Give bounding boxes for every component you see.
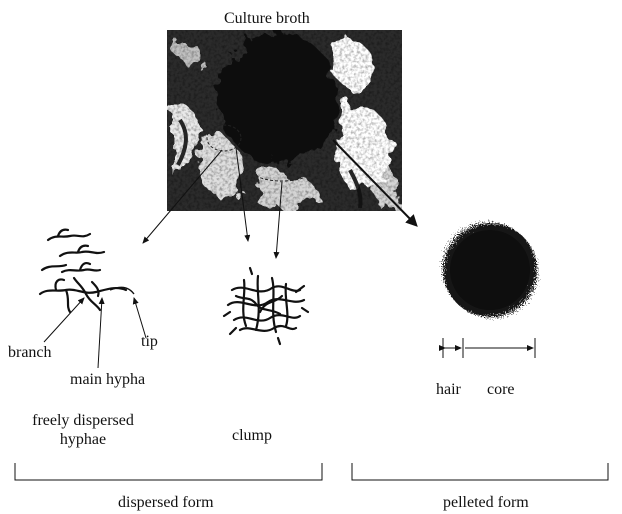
- pellet-drawing: [443, 223, 537, 317]
- label-core: core: [487, 381, 515, 399]
- tip-pointer: [134, 298, 146, 338]
- label-clump: clump: [232, 427, 272, 445]
- label-freely-dispersed: freely dispersed: [16, 412, 150, 430]
- hair-core-scale: [443, 338, 535, 358]
- label-hyphae: hyphae: [16, 431, 150, 449]
- branch-pointer: [44, 298, 84, 342]
- pelleted-form-bracket: [352, 463, 608, 480]
- label-tip: tip: [141, 333, 158, 351]
- title-culture-broth: Culture broth: [224, 10, 310, 28]
- label-branch: branch: [8, 344, 52, 362]
- label-hair: hair: [436, 381, 461, 399]
- label-main-hypha: main hypha: [70, 371, 145, 389]
- label-pelleted-form: pelleted form: [443, 494, 529, 512]
- clump-drawing: [224, 268, 308, 344]
- culture-broth-photo: [167, 30, 402, 211]
- label-dispersed-form: dispersed form: [118, 494, 214, 512]
- dispersed-form-bracket: [15, 463, 322, 480]
